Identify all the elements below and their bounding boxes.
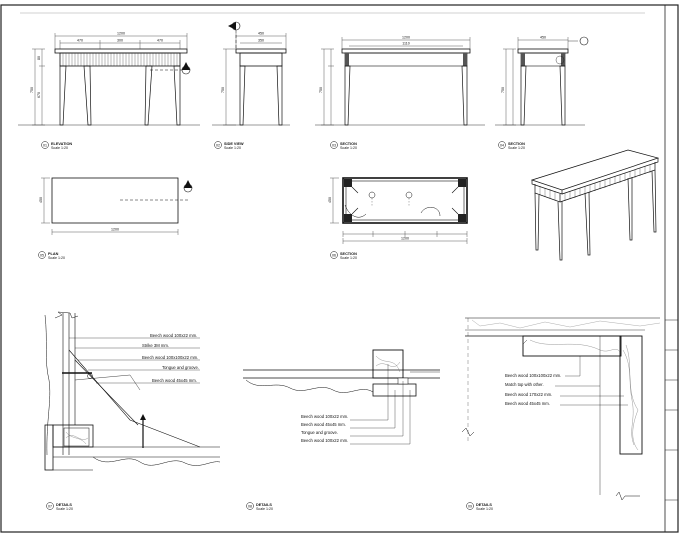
elev-height-dim-2: 80 bbox=[37, 56, 41, 60]
detail-1-callout-1: Beech wood 100x22 mm. bbox=[150, 333, 197, 338]
elev-sub-dim-3: 470 bbox=[157, 39, 163, 43]
detail-1-view: Beech wood 100x22 mm. Strike 3M mm. Beec… bbox=[44, 311, 221, 511]
section-b-label: SECTION bbox=[508, 142, 525, 146]
sheet-border bbox=[0, 4, 679, 533]
section-width-dim: 1200 bbox=[402, 36, 410, 40]
side-view-label: SIDE VIEW bbox=[224, 142, 244, 146]
plan-view: 1200 450 05 PLAN Scale 1:20 bbox=[38, 177, 193, 260]
svg-text:01: 01 bbox=[43, 143, 47, 147]
section-plan-width-dim: 1200 bbox=[401, 237, 409, 241]
detail-3-callout-1: Beech wood 100x100x22 mm. bbox=[505, 373, 561, 378]
svg-text:750: 750 bbox=[221, 87, 225, 93]
detail-3-callout-3: Beech wood 170x22 mm. bbox=[505, 392, 552, 397]
section-marker-icon[interactable] bbox=[228, 21, 241, 49]
elev-sub-dim-1: 470 bbox=[77, 39, 83, 43]
perspective-view bbox=[530, 149, 660, 261]
plan-label: PLAN bbox=[48, 252, 59, 256]
svg-text:Scale 1:20: Scale 1:20 bbox=[48, 256, 65, 260]
detail-3-callout-2: Match top with other. bbox=[505, 382, 544, 387]
section-plan-label: SECTION bbox=[340, 252, 357, 256]
detail-2-callout-2: Beech wood 45x45 mm. bbox=[301, 422, 346, 427]
svg-text:Scale 1:20: Scale 1:20 bbox=[256, 507, 273, 511]
section-b-view: 450 750 04 SECTION Scale 1:20 bbox=[495, 36, 589, 150]
elev-height-dim-3: 670 bbox=[37, 92, 41, 98]
detail-1-callout-4: Tongue and groove. bbox=[162, 365, 199, 370]
side-view: 450 350 750 02 SIDE VIEW Scale 1:20 bbox=[212, 21, 290, 150]
detail-1-callout-2: Strike 3M mm. bbox=[142, 343, 169, 348]
view-number-icon: 05 bbox=[38, 251, 46, 259]
elevation-scale: Scale 1:20 bbox=[51, 146, 68, 150]
svg-text:Scale 1:20: Scale 1:20 bbox=[476, 507, 493, 511]
section-marker-icon[interactable] bbox=[183, 180, 193, 193]
elevation-label: ELEVATION bbox=[51, 142, 72, 146]
elev-height-dim: 750 bbox=[30, 87, 34, 93]
detail-2-callout-1: Beech wood 100x22 mm. bbox=[301, 414, 348, 419]
plan-height-dim: 450 bbox=[39, 197, 43, 203]
svg-text:450: 450 bbox=[328, 197, 332, 203]
view-number-icon: 04 bbox=[498, 141, 506, 149]
svg-text:Scale 1:20: Scale 1:20 bbox=[56, 507, 73, 511]
detail-2-label: DETAILS bbox=[256, 503, 272, 507]
section-marker-icon[interactable] bbox=[150, 62, 191, 75]
svg-text:Scale 1:20: Scale 1:20 bbox=[340, 146, 357, 150]
svg-text:02: 02 bbox=[216, 143, 220, 147]
elevation-view: 1200 470 300 470 750 80 670 01 ELEVATION… bbox=[18, 32, 200, 150]
svg-text:Scale 1:20: Scale 1:20 bbox=[508, 146, 525, 150]
svg-text:750: 750 bbox=[501, 87, 505, 93]
svg-text:04: 04 bbox=[500, 143, 504, 147]
section-b-width-dim: 450 bbox=[540, 36, 546, 40]
section-a-view: 1200 1110 750 03 SECTION Scale 1:20 bbox=[315, 36, 485, 150]
elev-width-dim: 1200 bbox=[117, 32, 125, 36]
elev-sub-dim-2: 300 bbox=[117, 39, 123, 43]
detail-3-view: Beech wood 100x100x22 mm. Match top with… bbox=[461, 317, 661, 511]
svg-text:03: 03 bbox=[332, 143, 336, 147]
view-number-icon: 08 bbox=[246, 502, 254, 510]
detail-3-label: DETAILS bbox=[476, 503, 492, 507]
section-plan-view: 1200 450 06 SECTION Scale 1:20 bbox=[328, 177, 468, 260]
view-number-icon: 06 bbox=[330, 251, 338, 259]
section-marker-icon[interactable] bbox=[555, 36, 589, 65]
detail-1-label: DETAILS bbox=[56, 503, 72, 507]
detail-2-view: Beech wood 100x22 mm. Beech wood 45x45 m… bbox=[243, 349, 440, 511]
svg-text:05: 05 bbox=[40, 253, 44, 257]
svg-text:750: 750 bbox=[319, 87, 323, 93]
view-number-icon: 01 bbox=[41, 141, 49, 149]
break-line-icon bbox=[461, 427, 640, 501]
svg-text:09: 09 bbox=[468, 504, 472, 508]
view-number-icon: 03 bbox=[330, 141, 338, 149]
detail-2-callout-3: Tongue and groove. bbox=[301, 430, 338, 435]
view-number-icon: 09 bbox=[466, 502, 474, 510]
view-number-icon: 07 bbox=[46, 502, 54, 510]
svg-text:Scale 1:20: Scale 1:20 bbox=[224, 146, 241, 150]
detail-3-callout-4: Beech wood 45x45 mm. bbox=[505, 401, 550, 406]
svg-text:06: 06 bbox=[332, 253, 336, 257]
side-sub-dim: 350 bbox=[258, 39, 264, 43]
side-width-dim: 450 bbox=[258, 32, 264, 36]
section-a-label: SECTION bbox=[340, 142, 357, 146]
view-number-icon: 02 bbox=[214, 141, 222, 149]
svg-text:07: 07 bbox=[48, 504, 52, 508]
detail-1-callout-5: Beech wood 45x45 mm. bbox=[152, 378, 197, 383]
detail-2-callout-4: Beech wood 100x22 mm. bbox=[301, 438, 348, 443]
svg-text:Scale 1:20: Scale 1:20 bbox=[340, 256, 357, 260]
detail-1-callout-3: Beech wood 100x100x22 mm. bbox=[142, 355, 198, 360]
section-sub-dim: 1110 bbox=[402, 42, 409, 46]
plan-width-dim: 1200 bbox=[111, 228, 119, 232]
svg-text:08: 08 bbox=[248, 504, 252, 508]
